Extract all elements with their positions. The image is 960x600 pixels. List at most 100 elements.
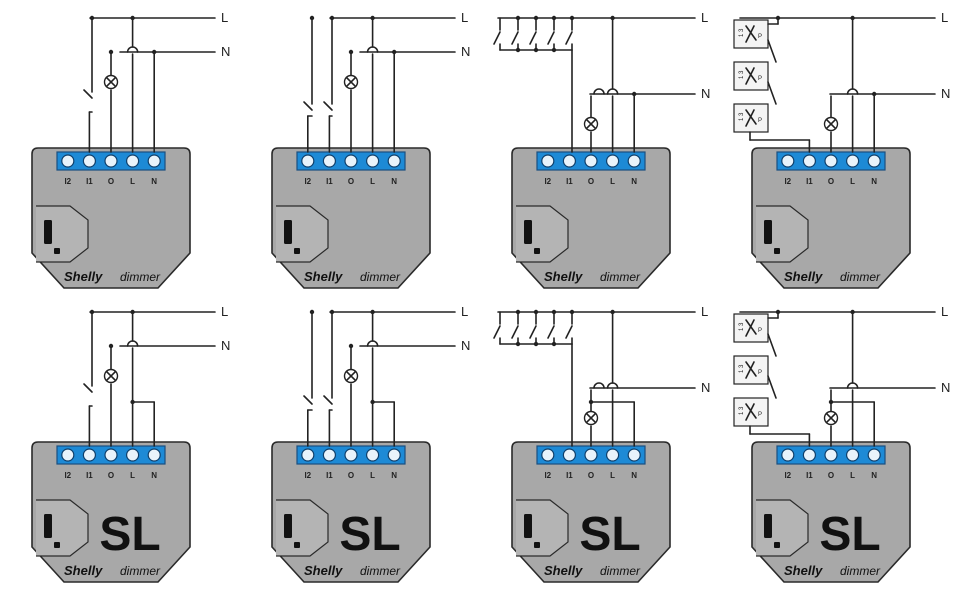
- device-led: [294, 248, 300, 254]
- terminal-label-i2: I2: [304, 471, 311, 480]
- switch-contact: [323, 395, 333, 405]
- brand-logo: Shelly: [304, 563, 343, 578]
- switch-contact: [83, 89, 93, 99]
- terminal-label-o: O: [108, 471, 114, 480]
- terminal-label-l: L: [130, 177, 135, 186]
- wire: [767, 333, 777, 357]
- terminal-label-i1: I1: [86, 177, 93, 186]
- terminal-screw-l: [605, 154, 620, 168]
- junction-dot: [828, 399, 834, 405]
- terminal-label-i2: I2: [64, 177, 71, 186]
- device-led: [534, 248, 540, 254]
- terminal-label-i2: I2: [784, 471, 791, 480]
- sl-variant-badge: SL: [99, 508, 160, 561]
- terminal-label-i1: I1: [326, 471, 333, 480]
- model-name: dimmer: [120, 270, 161, 284]
- terminal-screw-i2: [301, 448, 315, 462]
- terminal-label-i2: I2: [64, 471, 71, 480]
- junction-dot: [89, 15, 95, 21]
- lamp-symbol: [823, 116, 839, 132]
- junction-dot: [515, 47, 521, 53]
- switch-contact: [511, 325, 519, 339]
- device-recess: [276, 205, 329, 263]
- terminal-label-o: O: [828, 177, 834, 186]
- device-recess: [36, 205, 89, 263]
- lamp-symbol: [103, 74, 119, 90]
- terminal-label-i2: I2: [304, 177, 311, 186]
- switch-contact: [745, 109, 755, 127]
- junction-dot: [130, 309, 135, 315]
- terminal-label-n: N: [391, 471, 397, 480]
- terminal-screw-n: [147, 448, 161, 462]
- device-led: [774, 542, 780, 548]
- switch-contact: [745, 25, 755, 43]
- junction-dot: [872, 91, 877, 97]
- terminal-screw-l: [126, 154, 140, 168]
- switch-contact: [565, 325, 573, 339]
- switch-contact: [529, 325, 537, 339]
- switch-pin-label: P: [758, 118, 762, 124]
- terminal-label-o: O: [348, 471, 354, 480]
- terminal-label-l: L: [370, 177, 375, 186]
- switch-contact: [493, 325, 501, 339]
- model-name: dimmer: [600, 564, 641, 578]
- terminal-label-n: N: [631, 177, 637, 186]
- device-led: [294, 542, 300, 548]
- terminal-label-o: O: [108, 177, 114, 186]
- terminal-screw-i1: [802, 154, 817, 168]
- lamp-symbol: [103, 368, 119, 384]
- brand-logo: Shelly: [64, 269, 103, 284]
- junction-dot: [309, 309, 315, 315]
- terminal-label-n: N: [391, 177, 397, 186]
- terminal-label-i1: I1: [326, 177, 333, 186]
- terminal-label-i2: I2: [544, 471, 551, 480]
- device-recess: [276, 499, 329, 557]
- device-button: [524, 514, 532, 538]
- terminal-label-l: L: [610, 177, 615, 186]
- switch-contact: [745, 319, 755, 337]
- brand-logo: Shelly: [784, 269, 823, 284]
- junction-dot: [348, 343, 354, 349]
- junction-dot: [850, 15, 855, 21]
- rail-label-live: L: [461, 304, 468, 319]
- terminal-screw-o: [824, 154, 838, 168]
- device-led: [54, 542, 60, 548]
- terminal-screw-n: [387, 448, 401, 462]
- terminal-label-l: L: [610, 471, 615, 480]
- junction-dot: [370, 15, 375, 21]
- terminal-screw-n: [387, 154, 401, 168]
- switch-pin-label: 1 3: [739, 406, 745, 415]
- wire: [767, 375, 777, 399]
- terminal-screw-l: [366, 448, 380, 462]
- switch-contact: [493, 31, 501, 45]
- wire-crossover: [593, 382, 605, 389]
- switch-contact: [547, 31, 555, 45]
- wire: [767, 81, 777, 105]
- terminal-screw-i2: [541, 154, 555, 168]
- switch-contact: [303, 395, 313, 405]
- junction-dot: [348, 49, 354, 55]
- terminal-screw-i2: [781, 154, 795, 168]
- model-name: dimmer: [120, 564, 161, 578]
- sl-variant-badge: SL: [819, 508, 880, 561]
- junction-dot: [775, 309, 781, 315]
- terminal-screw-i1: [82, 448, 97, 462]
- junction-dot: [775, 15, 781, 21]
- terminal-label-i1: I1: [86, 471, 93, 480]
- switch-pin-label: P: [758, 76, 762, 82]
- lamp-cross: [345, 76, 357, 88]
- switch-contact: [745, 403, 755, 421]
- wire-crossover: [593, 88, 605, 95]
- rail-label-neutral: N: [941, 380, 950, 395]
- terminal-label-i2: I2: [784, 177, 791, 186]
- terminal-screw-i1: [562, 154, 577, 168]
- device-led: [54, 248, 60, 254]
